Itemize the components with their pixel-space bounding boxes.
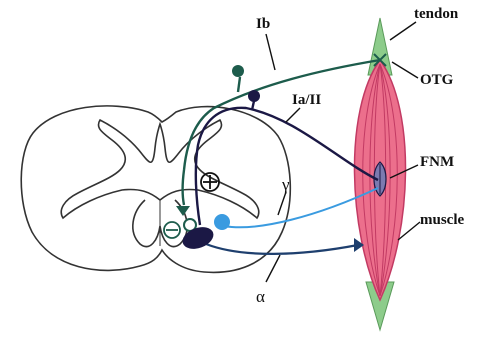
ia-cell-body	[248, 90, 260, 102]
ib-terminal	[176, 206, 190, 216]
gamma-label: γ	[281, 175, 290, 194]
excitatory-symbol	[200, 172, 220, 192]
ib-cell-body	[232, 65, 244, 77]
otg-label: OTG	[420, 72, 454, 88]
alpha-endplate	[354, 238, 364, 252]
ia-ii-label: Ia/II	[292, 92, 321, 108]
gamma-fiber	[223, 187, 379, 229]
label-leaders	[265, 21, 421, 283]
grey-matter-butterfly	[60, 118, 260, 220]
alpha-fiber	[205, 242, 359, 255]
alpha-motor-neuron	[182, 227, 214, 249]
spinal-cord-outline	[20, 105, 292, 274]
ia-ii-fiber	[194, 100, 379, 226]
gamma-motor-neuron	[214, 214, 230, 230]
ib-label: Ib	[256, 16, 270, 32]
fnm-label: FNM	[420, 154, 454, 170]
tendon-label: tendon	[414, 6, 459, 22]
spinal-cord	[20, 105, 292, 274]
alpha-label: α	[256, 287, 265, 306]
inhibitory-symbol	[163, 221, 181, 239]
ib-fiber	[181, 58, 381, 206]
muscle-label: muscle	[420, 212, 465, 228]
